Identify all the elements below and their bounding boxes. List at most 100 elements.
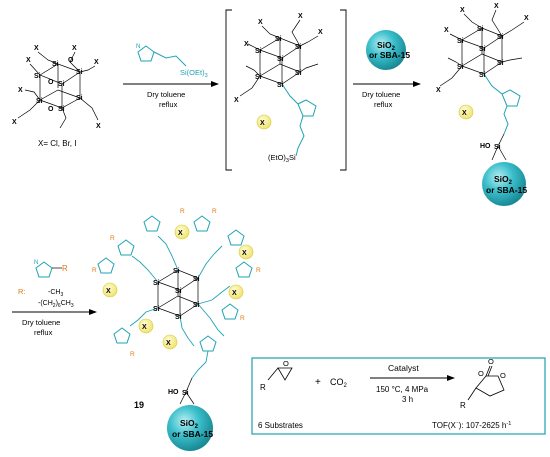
si-atom: Si [153,306,160,313]
poss-cage-start [17,51,99,129]
o-atom: O [48,106,54,113]
condition-reflux: reflux [374,100,393,109]
product1-labels: Si Si Si Si Si Si Si X X X X X [436,3,529,94]
r-substituent: R [62,264,68,273]
si-atom: Si [277,56,284,63]
si-atom: Si [457,38,464,45]
carbonate-o: O [478,369,484,378]
arrow-step-1: N Si(OEt)3 Dry toluene reflux [123,44,219,109]
si-atom: Si [76,95,83,102]
x-label: X [244,41,249,48]
si-atom: Si [477,26,484,33]
r-substituent: R [110,235,115,242]
x-label: X [72,45,77,52]
x-anion-product1: X [458,104,474,120]
x-label: X [318,29,323,36]
x-anions-product19: X X X X X X [102,224,254,350]
r-substituent: R [130,351,135,358]
x-anion-label: X [106,288,111,295]
compound-number: 19 [134,400,144,410]
product1-chain [483,73,521,135]
si-atom: Si [153,280,160,287]
arrow-step-2: SiO2 or SBA-15 Dry toluene reflux [353,30,421,109]
x-anion-label: X [242,250,247,257]
x-label: X [460,7,465,14]
imidazolium-rings [97,215,253,352]
si-atom: Si [277,82,284,89]
epoxide-o: O [283,359,289,368]
si-atom: Si [182,390,189,397]
r-substituent: R [92,267,97,274]
sphere-label-sba: or SBA-15 [486,185,527,195]
carbonate-o: O [500,371,506,380]
sphere-label-sba: or SBA-15 [369,50,410,60]
si-atom: Si [34,73,41,80]
silica-sphere-product1 [482,162,526,206]
si-atom: Si [193,302,200,309]
r-substituent: R [180,208,185,215]
x-label: X [494,3,499,10]
imidazole-n: N [34,260,38,266]
halide-caption: X= Cl, Br, I [38,139,76,148]
epoxide-r: R [260,383,266,392]
si-atom: Si [36,98,43,105]
carbonate-ring [475,375,505,397]
si-atom: Si [76,69,83,76]
o-atom: O [48,79,54,86]
catalyst-label: Catalyst [388,363,419,373]
si-atom: Si [58,106,65,113]
r-groups: R R R R R R R [92,208,261,358]
r-octyl: -(CH2)6CH3 [38,300,74,309]
si-atom: Si [173,268,180,275]
silica-sphere-reagent [366,30,406,70]
plus-sign: + [315,377,321,388]
arrow-step-3: N R R: -CH3 -(CH2)6CH3 Dry toluene reflu… [12,260,97,337]
intermediate-cage [239,19,319,97]
si-atom: Si [193,276,200,283]
x-label: X [258,19,263,26]
r-substituent: R [212,208,217,215]
intermediate-chain [281,83,317,157]
intermediate-labels: Si Si Si Si Si Si Si X X X X X [234,13,323,104]
r-substituent: R [256,267,261,274]
condition-solvent: Dry toluene [362,90,400,99]
x-anion-label: X [232,290,237,297]
product19-arms [129,235,231,347]
epoxide-ring [277,367,293,381]
ho-label: HO [168,389,179,396]
r-substituent: R [240,315,245,322]
si-atom: Si [479,72,486,79]
silica-sphere-product19 [167,405,213,451]
reagent-si-oet: Si(OEt)3 [180,68,208,79]
x-label: X [94,59,99,66]
sphere-label-sio2: SiO2 [180,418,199,430]
x-anion-intermediate: X [256,114,272,130]
x-anion-label: X [260,120,265,127]
r-definition: R: [18,287,26,296]
si-atom: Si [58,81,65,88]
teos-group: (EtO)3Si [268,153,296,164]
si-atom: Si [275,36,282,43]
si-atom: Si [497,34,504,41]
substrate-count: 6 Substrates [258,421,303,430]
condition-reflux: reflux [34,328,53,337]
si-atom: Si [295,44,302,51]
x-label: X [298,13,303,20]
product1-cage [439,9,525,87]
si-atom: Si [52,61,59,68]
carbonate-r: R [460,401,466,410]
x-label: X [436,87,441,94]
condition-solvent: Dry toluene [22,318,60,327]
si-atom: Si [457,64,464,71]
x-label: X [12,119,17,126]
carbonate-o: O [488,357,494,366]
condition-reflux: reflux [159,100,178,109]
co2-label: CO2 [330,377,348,389]
x-label: X [18,87,23,94]
si-atom: Si [255,74,262,81]
imidazole-n: N [136,44,140,50]
condition-solvent: Dry toluene [147,90,185,99]
x-label: X [96,123,101,130]
